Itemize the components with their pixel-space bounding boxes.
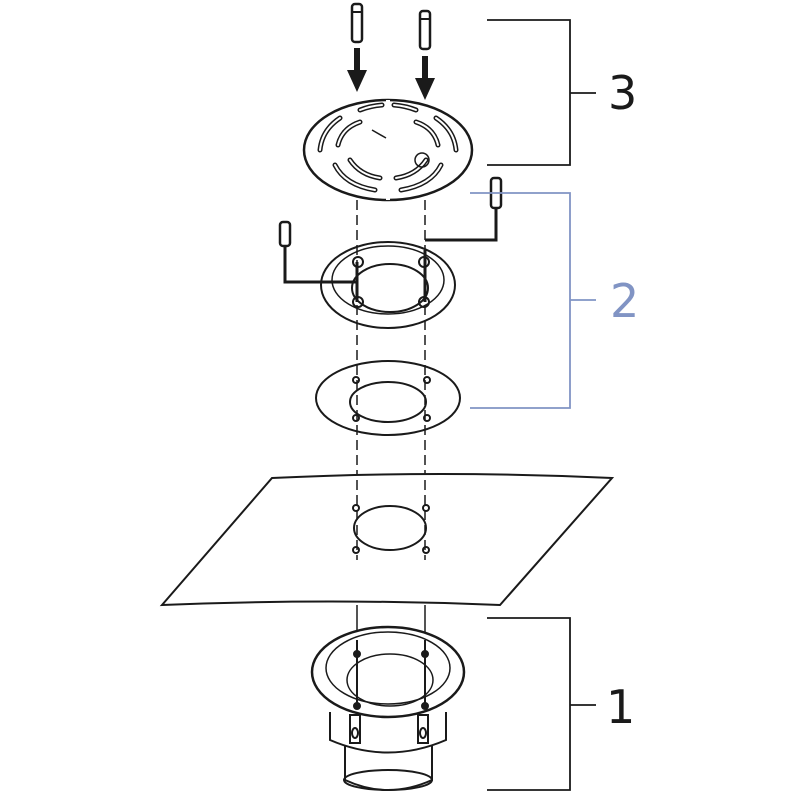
roof-membrane bbox=[159, 473, 615, 607]
gasket-ring bbox=[315, 360, 461, 436]
grate-screw-right bbox=[418, 9, 432, 51]
bracket-1 bbox=[487, 617, 571, 791]
drain-body bbox=[310, 625, 466, 791]
drain-grate bbox=[302, 98, 474, 202]
callout-2: 2 bbox=[610, 274, 640, 328]
arrow-down-icon bbox=[347, 48, 435, 100]
grate-screw-left bbox=[350, 2, 364, 44]
clamping-ring bbox=[320, 241, 456, 329]
bracket-3 bbox=[487, 19, 571, 166]
bracket-2 bbox=[470, 192, 571, 409]
callout-3: 3 bbox=[608, 66, 638, 120]
ring-screw-left bbox=[278, 220, 358, 284]
callout-1: 1 bbox=[606, 680, 636, 734]
